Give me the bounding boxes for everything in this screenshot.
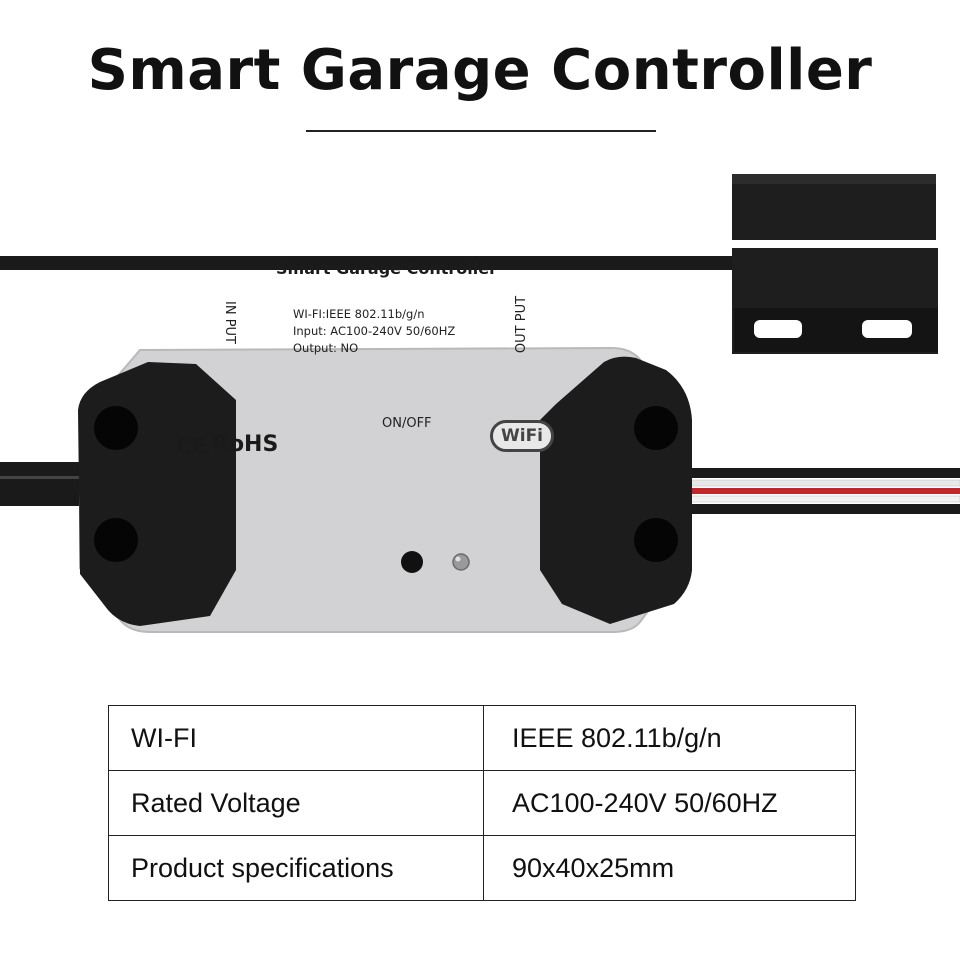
table-row: WI-FI IEEE 802.11b/g/n (108, 705, 856, 771)
sensor-cable (0, 256, 740, 270)
sensor-magnet (732, 174, 936, 240)
spec-value: 90x40x25mm (483, 835, 856, 901)
table-row: Rated Voltage AC100-240V 50/60HZ (108, 770, 856, 836)
input-port-label: IN PUT (222, 301, 237, 344)
device-label-title: Smart Garage Controller (276, 259, 497, 278)
input-end-cap (78, 362, 236, 626)
wifi-logo: WiFi (490, 420, 554, 452)
page-title: Smart Garage Controller (87, 38, 873, 103)
ce-mark: CE (176, 434, 206, 458)
sensor-mount-hole (862, 320, 912, 338)
spec-name: Rated Voltage (108, 770, 484, 836)
spec-value: AC100-240V 50/60HZ (483, 770, 856, 836)
status-led (452, 553, 470, 571)
device-spec-input: Input: AC100-240V 50/60HZ (293, 324, 456, 338)
spec-value: IEEE 802.11b/g/n (483, 705, 856, 771)
output-wires (689, 468, 960, 514)
spec-name: Product specifications (108, 835, 484, 901)
input-cable (0, 462, 90, 506)
rohs-mark: RoHS (212, 432, 279, 457)
sensor-mount-hole (754, 320, 802, 338)
spec-name: WI-FI (108, 705, 484, 771)
specifications-table: WI-FI IEEE 802.11b/g/n Rated Voltage AC1… (108, 705, 856, 901)
on-off-button (401, 551, 423, 573)
title-divider (306, 130, 656, 132)
on-off-label: ON/OFF (382, 416, 432, 431)
output-port-label: OUT PUT (514, 295, 530, 354)
device-spec-output: Output: NO (293, 341, 359, 355)
product-illustration (0, 174, 960, 633)
table-row: Product specifications 90x40x25mm (108, 835, 856, 901)
device-spec-wifi: WI-FI:IEEE 802.11b/g/n (293, 307, 425, 321)
